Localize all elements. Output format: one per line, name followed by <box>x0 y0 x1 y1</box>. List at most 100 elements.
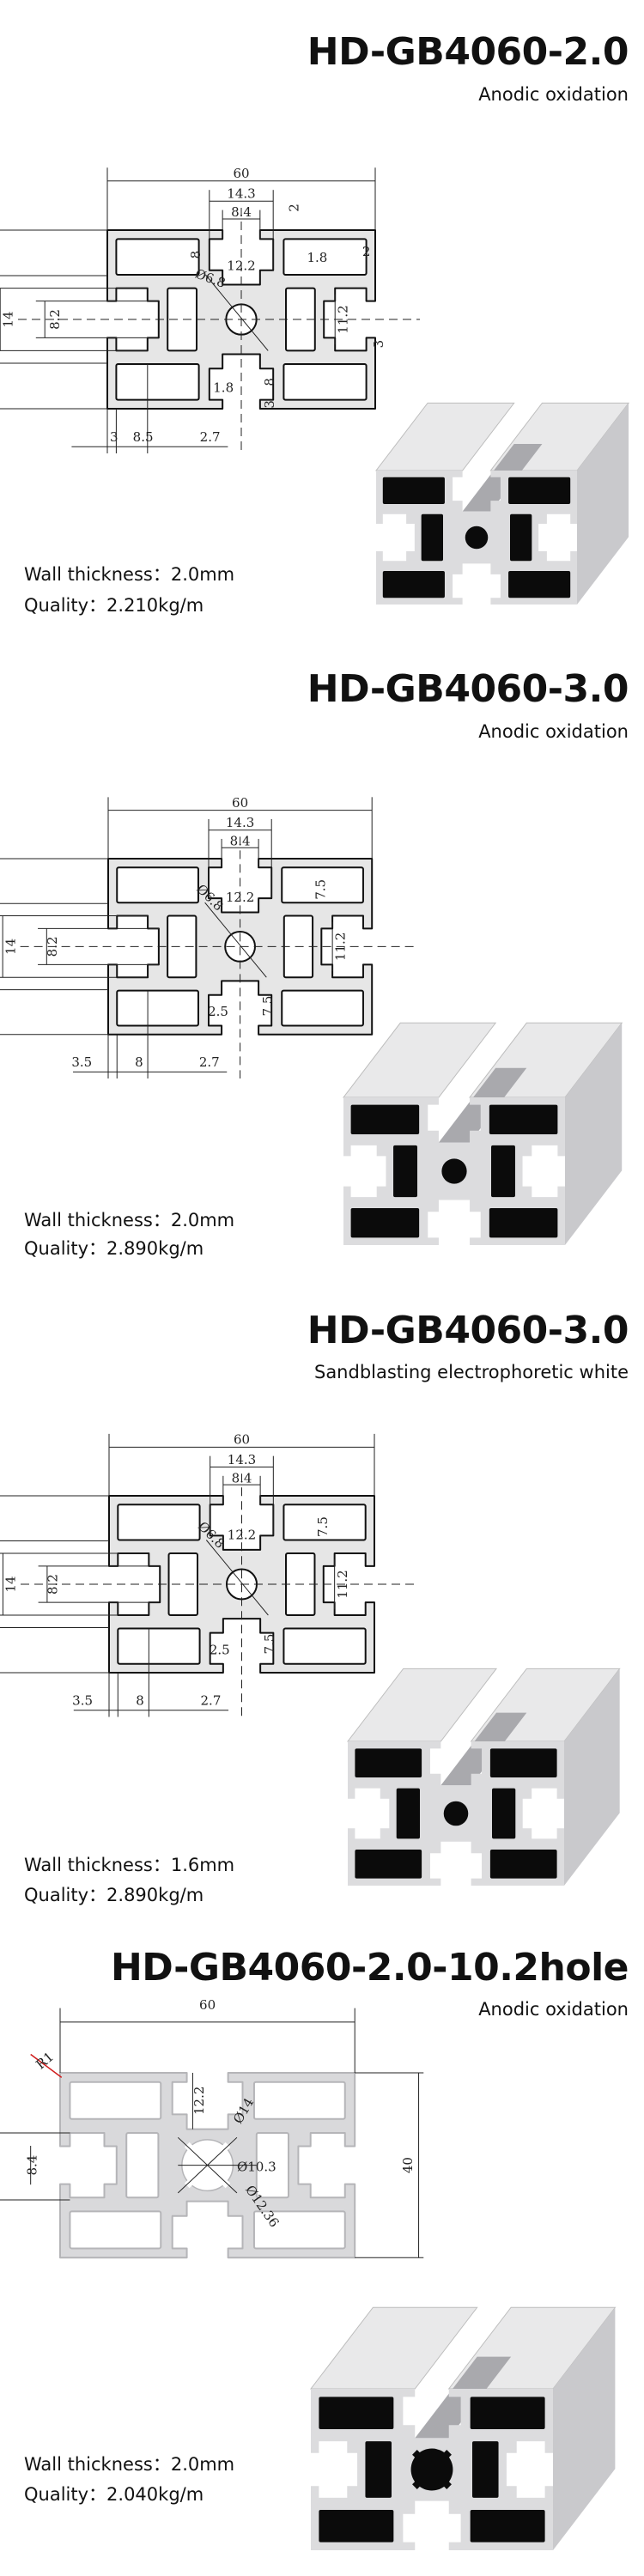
wall-thickness: Wall thickness：2.0mm <box>24 2454 235 2475</box>
dimension-label: 8.2 <box>45 936 60 957</box>
profile-cavity <box>508 571 571 598</box>
dimension-line <box>204 902 267 978</box>
product-section-4: HD-GB4060-2.0-10.2hole Anodic oxidation … <box>0 1915 644 2559</box>
dimension-label: Ø10.3 <box>237 2159 276 2174</box>
center-hole <box>441 1158 467 1184</box>
profile-cavity <box>117 1627 201 1665</box>
dimension-label: 3 <box>110 429 118 445</box>
profile-cavity <box>472 2441 499 2498</box>
profile-cavity <box>510 513 532 562</box>
profile-cavity <box>421 513 443 562</box>
dimension-label: 2 <box>286 204 301 212</box>
spline-notch <box>220 2142 231 2153</box>
profile-cavity <box>489 1208 558 1238</box>
dimension-label: 3 <box>262 400 277 409</box>
finish-label: Anodic oxidation <box>478 721 629 742</box>
dimension-line <box>205 274 269 351</box>
side-face <box>564 1668 620 1886</box>
product-3d-image <box>374 402 630 605</box>
product-title: HD-GB4060-3.0 <box>307 667 629 711</box>
dimension-label: 11.2 <box>332 933 348 961</box>
profile-cavity <box>396 1788 420 1839</box>
dimension-label: 7.5 <box>313 879 328 900</box>
front-face <box>343 1097 565 1245</box>
top-face <box>346 1668 498 1742</box>
profile-cavity <box>365 2441 392 2498</box>
dimension-label: 7.5 <box>260 996 276 1017</box>
product-3d-image <box>342 1022 623 1245</box>
radius-marker <box>30 2053 63 2078</box>
profile-cavity <box>470 2397 545 2429</box>
front-face <box>311 2389 553 2550</box>
profile-cavity <box>393 1145 417 1198</box>
profile-drawings: 6014.38.42812.21.82Ø6.84017.6148.211.231… <box>0 166 630 605</box>
front-face <box>376 471 577 605</box>
dimension-label: 2 <box>362 244 371 259</box>
dimension-label: 40 <box>400 2157 416 2173</box>
profile-cavity <box>508 477 571 504</box>
spline-notch <box>441 2450 452 2460</box>
profile-cavity <box>115 238 200 276</box>
profile-cavity <box>470 2510 545 2543</box>
profile-cavity <box>116 866 199 904</box>
profile-cavity <box>116 989 199 1027</box>
dimension-label: 8 <box>262 378 277 386</box>
dimension-line <box>205 1540 269 1616</box>
profile-cavity <box>492 1788 516 1839</box>
dimension-label: 8.2 <box>47 309 63 330</box>
quality: Quality：2.890kg/m <box>24 1238 204 1259</box>
profile-cavity <box>252 2081 346 2120</box>
finish-label: Anodic oxidation <box>478 84 629 105</box>
quality: Quality：2.210kg/m <box>24 595 204 616</box>
wall-thickness: Wall thickness：2.0mm <box>24 1210 235 1230</box>
dimension-label: 11.2 <box>335 1570 350 1598</box>
profile-cavity <box>281 866 364 904</box>
wall-thickness: Wall thickness：2.0mm <box>24 564 235 585</box>
dimension-label: 12.2 <box>191 2087 207 2115</box>
top-face <box>374 402 515 471</box>
dimension-label: 3 <box>371 340 386 349</box>
profile-cavity <box>167 1552 198 1617</box>
dimension-label: 60 <box>233 166 249 181</box>
side-face <box>565 1023 623 1245</box>
profile-cavity <box>115 363 200 401</box>
center-hole <box>410 2448 453 2491</box>
dimension-label: 8.2 <box>46 1574 61 1595</box>
dimension-label: 8 <box>135 1054 143 1070</box>
dimension-label: 2.7 <box>201 1692 222 1708</box>
dimension-label: 2.7 <box>200 429 221 445</box>
spline-notch <box>184 2142 195 2153</box>
quality: Quality：2.890kg/m <box>24 1885 204 1905</box>
dimension-label: 14 <box>3 939 18 955</box>
profile-cavity <box>355 1850 422 1879</box>
wall-thickness: Wall thickness：1.6mm <box>24 1855 235 1875</box>
dimension-label: 60 <box>199 1997 216 2013</box>
product-3d-image <box>346 1668 621 1886</box>
profile-cavity <box>489 1104 558 1134</box>
profile-cavity <box>252 2210 346 2250</box>
spline-notch <box>412 2450 422 2460</box>
dimension-label: 8 <box>136 1692 144 1708</box>
profile-cavity <box>69 2210 162 2250</box>
product-title: HD-GB4060-3.0 <box>307 1309 629 1352</box>
dimension-label: 60 <box>234 1432 250 1448</box>
dimension-label: 12.2 <box>226 890 254 905</box>
profile-cavity <box>281 989 364 1027</box>
dimension-label: 2.7 <box>199 1054 220 1070</box>
dimension-label: 14.3 <box>227 185 255 201</box>
dimension-label: 14.3 <box>226 815 254 830</box>
dimension-label: 14.5 <box>0 2151 3 2179</box>
profile-cavity <box>491 1145 515 1198</box>
dimension-label: 14 <box>3 1576 19 1592</box>
finish-label: Sandblasting electrophoretic white <box>313 1362 629 1382</box>
dimension-label: 7.5 <box>262 1634 277 1655</box>
profile-cavity <box>283 363 368 401</box>
product-section-3: HD-GB4060-3.0 Sandblasting electrophoret… <box>0 1271 644 1915</box>
profile-cavity <box>489 1850 557 1879</box>
profile-cross-section <box>108 1495 375 1674</box>
dimension-label: 2.5 <box>208 1004 228 1019</box>
quality: Quality：2.040kg/m <box>24 2484 204 2505</box>
dimension-label: 2.5 <box>210 1642 230 1657</box>
dimension-label: 12.2 <box>227 258 255 274</box>
